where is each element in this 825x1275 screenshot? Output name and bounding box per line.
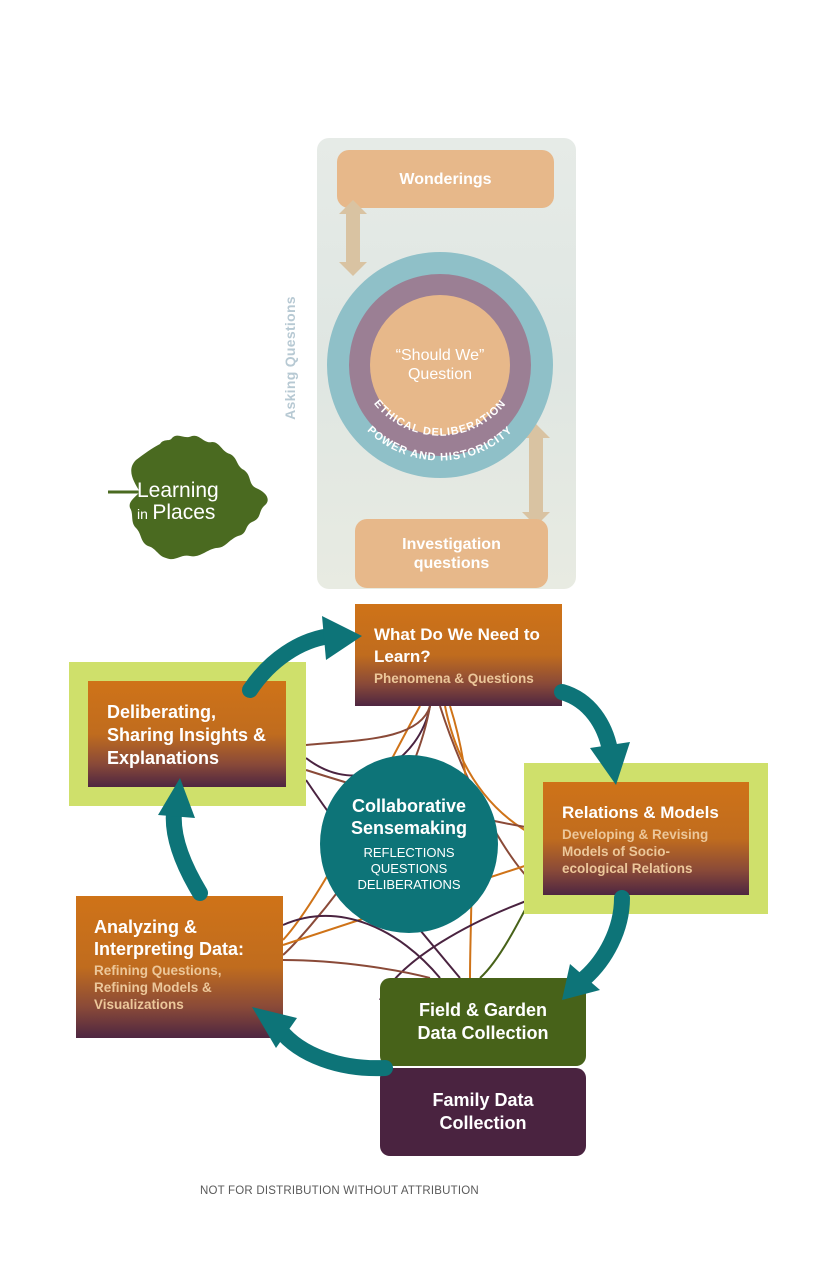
investigation-label: Investigation questions xyxy=(402,535,501,572)
analyzing-box: Analyzing & Interpreting Data: Refining … xyxy=(76,896,283,1038)
relations-models-box: Relations & Models Developing & Revising… xyxy=(543,782,749,895)
collaborative-sensemaking-circle: Collaborative Sensemaking REFLECTIONS QU… xyxy=(320,755,498,933)
analyzing-subtitle: Refining Questions, Refining Models & Vi… xyxy=(94,963,222,1012)
center-item: QUESTIONS xyxy=(370,861,448,876)
logo-in: in xyxy=(137,506,148,522)
arrow-analyzing-to-deliberating xyxy=(165,797,208,901)
analyzing-title: Analyzing & Interpreting Data: xyxy=(94,917,245,959)
footer-notice: NOT FOR DISTRIBUTION WITHOUT ATTRIBUTION xyxy=(200,1185,479,1197)
field-garden-title: Field & Garden Data Collection xyxy=(417,1000,549,1043)
what-do-we-need-subtitle: Phenomena & Questions xyxy=(374,671,534,686)
leaf-logo-icon xyxy=(108,435,268,560)
center-title: Collaborative Sensemaking xyxy=(350,796,468,838)
wonderings-label: Wonderings xyxy=(399,170,492,188)
logo-line1: Learning xyxy=(137,479,219,502)
center-item: REFLECTIONS xyxy=(363,845,455,860)
connection-line xyxy=(305,705,431,746)
arrow-head-icon xyxy=(158,778,195,818)
family-data-box: Family Data Collection xyxy=(380,1068,586,1156)
arrow-head-icon xyxy=(590,742,630,785)
what-do-we-need-title: What Do We Need to Learn? xyxy=(374,625,540,666)
field-garden-box: Field & Garden Data Collection xyxy=(380,978,586,1066)
wonderings-box: Wonderings xyxy=(337,150,554,208)
arrow-head-icon xyxy=(562,964,600,1000)
deliberating-title: Deliberating, Sharing Insights & Explana… xyxy=(107,702,267,768)
family-data-title: Family Data Collection xyxy=(432,1090,534,1133)
connection-line xyxy=(282,915,441,979)
arrow-head-icon xyxy=(322,616,362,660)
double-arrow-top-icon xyxy=(339,200,367,276)
arrow-learn-to-relations xyxy=(554,684,618,758)
logo-text: Learning in Places xyxy=(137,480,267,526)
investigation-box: Investigation questions xyxy=(355,519,548,588)
logo-places: Places xyxy=(152,501,216,524)
center-item: DELIBERATIONS xyxy=(357,877,461,892)
arrow-relations-to-field xyxy=(577,890,630,986)
connection-line xyxy=(282,959,431,979)
what-do-we-need-box: What Do We Need to Learn? Phenomena & Qu… xyxy=(355,604,562,706)
relations-models-title: Relations & Models xyxy=(562,803,719,822)
arrow-deliberating-to-learn xyxy=(242,628,338,698)
relations-models-subtitle: Developing & Revising Models of Socio-ec… xyxy=(562,827,709,876)
arrow-field-to-analyzing xyxy=(272,1022,393,1077)
should-we-circle xyxy=(370,295,510,435)
arrow-head-icon xyxy=(252,1007,297,1048)
deliberating-box: Deliberating, Sharing Insights & Explana… xyxy=(88,681,286,787)
should-we-label: “Should We” Question xyxy=(395,347,485,383)
